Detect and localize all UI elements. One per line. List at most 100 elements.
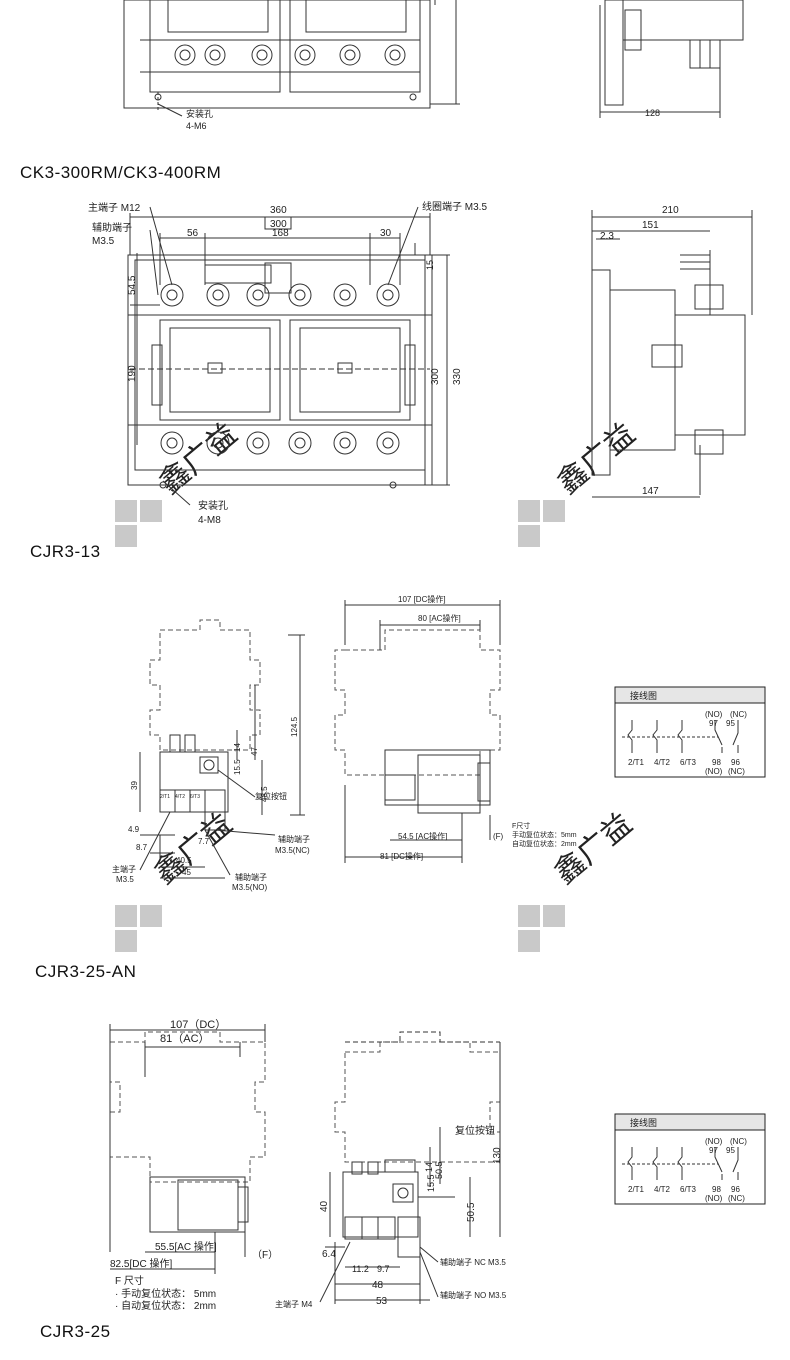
dim-330: 330 bbox=[452, 368, 463, 385]
cjr25-dim-50-5-a: 50.5 bbox=[434, 1161, 444, 1179]
section-title-cjr3-25-an: CJR3-25-AN bbox=[35, 962, 137, 981]
cjr13-dim-f: (F) bbox=[493, 832, 504, 841]
ck3-aux-terminal: 辅助端子 bbox=[92, 221, 132, 234]
cjr25-dim-107: 107（DC） bbox=[170, 1018, 226, 1031]
cjr13-main-terminal-spec: M3.5 bbox=[116, 875, 134, 884]
cjr13-reset-button: 复位按钮 bbox=[255, 791, 287, 801]
ck3-mount-hole-spec: 4-M8 bbox=[198, 515, 221, 526]
cjr13-f-note-auto: 自动复位状态：2mm bbox=[512, 839, 577, 848]
cjr25-main-terminal: 主端子 M4 bbox=[275, 1299, 313, 1309]
cjr13-dim-54-5: 54.5 [AC操作] bbox=[398, 831, 447, 841]
section-title-cjr3-13: CJR3-13 bbox=[30, 542, 101, 561]
cjr25-wiring-98: 98 bbox=[712, 1185, 721, 1194]
cjr13-wiring-98: 98 bbox=[712, 758, 721, 767]
cjr13-terminal-3: 6/T3 bbox=[190, 794, 200, 800]
cjr13-wiring-96: 96 bbox=[731, 758, 740, 767]
dim-54-5: 54.5 bbox=[127, 275, 138, 295]
cjr25-wiring-no-bottom: (NO) bbox=[705, 1194, 723, 1203]
cjr25-dim-130: 130 bbox=[492, 1147, 503, 1164]
cjr25-dim-14: 14 bbox=[424, 1162, 434, 1172]
cjr25-wiring-t2: 4/T2 bbox=[654, 1185, 671, 1194]
section-title-cjr3-25: CJR3-25 bbox=[40, 1322, 111, 1341]
dim-190: 190 bbox=[127, 365, 138, 382]
ck3-coil-terminal: 线圈端子 M3.5 bbox=[422, 200, 487, 213]
cjr25-wiring-t3: 6/T3 bbox=[680, 1185, 697, 1194]
top-mount-hole-label: 安装孔 bbox=[186, 108, 213, 119]
cjr25-wiring-no-top: (NO) bbox=[705, 1137, 723, 1146]
side-dim-147: 147 bbox=[642, 486, 659, 497]
cjr25-wiring-t1: 2/T1 bbox=[628, 1185, 645, 1194]
cjr13-dim-7-7: 7.7 bbox=[198, 837, 210, 846]
cjr13-wiring-nc-top: (NC) bbox=[730, 710, 747, 719]
cjr13-wiring-no-top: (NO) bbox=[705, 710, 723, 719]
cjr13-dim-81: 81 [DC操作] bbox=[380, 851, 423, 861]
cjr25-dim-11-2: 11.2 bbox=[352, 1264, 369, 1274]
watermark-right: 鑫广益 bbox=[518, 417, 641, 547]
cjr13-wiring-no-bottom: (NO) bbox=[705, 767, 723, 776]
side-dim-151: 151 bbox=[642, 220, 659, 231]
dim-30: 30 bbox=[380, 228, 392, 239]
cjr25-aux-no: 辅助端子 NO M3.5 bbox=[440, 1290, 507, 1300]
cjr13-aux-nc: 辅助端子 bbox=[278, 834, 310, 844]
cjr13-terminal-2: 4/T2 bbox=[175, 794, 185, 800]
ck3-main-terminal: 主端子 M12 bbox=[88, 201, 141, 214]
cjr13-wiring-title: 接线图 bbox=[630, 690, 657, 701]
cjr25-dim-53: 53 bbox=[376, 1296, 388, 1307]
cjr25-dim-82-5: 82.5[DC 操作] bbox=[110, 1257, 172, 1270]
cjr13-f-note-manual: 手动复位状态：5mm bbox=[512, 830, 577, 839]
ck3-aux-terminal-spec: M3.5 bbox=[92, 236, 115, 247]
section-title-ck3: CK3-300RM/CK3-400RM bbox=[20, 163, 222, 182]
cjr13-aux-no-spec: M3.5(NO) bbox=[232, 883, 267, 892]
cjr13-wiring-97: 97 bbox=[709, 719, 718, 728]
cjr13-wiring-t3: 6/T3 bbox=[680, 758, 697, 767]
ck3-drawing: 鑫广益 鑫广益 bbox=[88, 200, 753, 547]
cjr25-dim-48: 48 bbox=[372, 1280, 384, 1291]
cjr13-dim-15-5: 15.5 bbox=[233, 759, 242, 775]
cjr25-wiring-96: 96 bbox=[731, 1185, 740, 1194]
cjr13-main-terminal: 主端子 bbox=[112, 864, 136, 874]
top-side-dim: 128 bbox=[645, 108, 660, 118]
cjr13-wiring-t1: 2/T1 bbox=[628, 758, 645, 767]
cjr13-f-note-title: F尺寸 bbox=[512, 821, 530, 830]
cjr13-wiring-t2: 4/T2 bbox=[654, 758, 671, 767]
cjr25-wiring-nc-top: (NC) bbox=[730, 1137, 747, 1146]
cjr13-aux-nc-spec: M3.5(NC) bbox=[275, 846, 310, 855]
cjr25-wiring-title: 接线图 bbox=[630, 1117, 657, 1128]
top-partial-drawing: 安装孔 4-M6 128 bbox=[123, 0, 744, 131]
cjr25-f-note-auto: · 自动复位状态： 2mm bbox=[115, 1299, 216, 1312]
svg-text:鑫广益: 鑫广益 bbox=[551, 417, 641, 500]
side-dim-210: 210 bbox=[662, 205, 679, 216]
watermark-right-2: 鑫广益 bbox=[518, 807, 638, 952]
dim-300-right: 300 bbox=[430, 368, 441, 385]
cjr13-wiring-95: 95 bbox=[726, 719, 735, 728]
cjr13-dim-107: 107 [DC操作] bbox=[398, 594, 446, 604]
cjr13-dim-47: 47 bbox=[250, 747, 259, 756]
side-dim-2-3: 2.3 bbox=[600, 231, 614, 242]
cjr25-dim-6-4: 6.4 bbox=[322, 1249, 336, 1260]
top-mount-hole-spec: 4-M6 bbox=[186, 121, 207, 131]
cjr13-dim-4-9: 4.9 bbox=[128, 825, 140, 834]
cjr13-terminal-1: 2/T1 bbox=[160, 794, 170, 800]
cjr25-dim-f: （F） bbox=[252, 1249, 278, 1261]
cjr13-dim-124-5: 124.5 bbox=[290, 716, 299, 737]
cjr25-wiring-95: 95 bbox=[726, 1146, 735, 1155]
cjr13-wiring-nc-bottom: (NC) bbox=[728, 767, 745, 776]
cjr25-wiring-97: 97 bbox=[709, 1146, 718, 1155]
cjr25-reset-button: 复位按钮 bbox=[455, 1124, 495, 1137]
cjr3-25-an-drawing: 107（DC） 81（AC） 55.5[AC 操作] 82.5[DC 操作] （… bbox=[109, 1018, 766, 1312]
cjr25-dim-15-5: 15.5 bbox=[426, 1174, 436, 1192]
cjr13-dim-80: 80 [AC操作] bbox=[418, 613, 461, 623]
cjr13-dim-40-5: 40.5 bbox=[176, 856, 192, 865]
cjr25-wiring-nc-bottom: (NC) bbox=[728, 1194, 745, 1203]
cjr25-f-note-manual: · 手动复位状态： 5mm bbox=[115, 1287, 216, 1300]
cjr13-dim-48-5: 48.5 bbox=[260, 786, 269, 802]
dim-300-top: 300 bbox=[270, 219, 287, 230]
cjr25-dim-40: 40 bbox=[319, 1200, 330, 1212]
svg-text:鑫广益: 鑫广益 bbox=[548, 807, 638, 890]
cjr25-dim-55-5: 55.5[AC 操作] bbox=[155, 1240, 217, 1253]
cjr13-aux-no: 辅助端子 bbox=[235, 872, 267, 882]
cjr13-dim-45: 45 bbox=[182, 868, 191, 877]
dim-168: 168 bbox=[272, 228, 289, 239]
dim-15: 15 bbox=[425, 260, 435, 270]
dim-56: 56 bbox=[187, 228, 199, 239]
